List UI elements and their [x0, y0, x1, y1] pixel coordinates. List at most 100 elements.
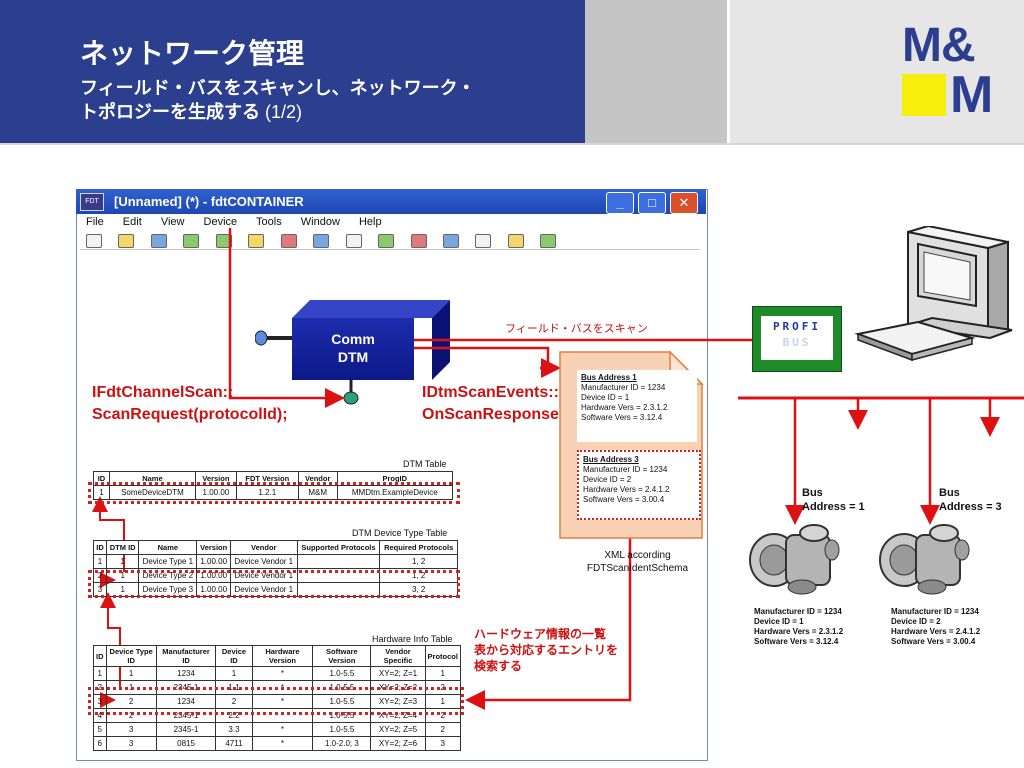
header-grey-panel [585, 0, 730, 143]
window-titlebar[interactable] [76, 189, 706, 214]
comm-dtm-line1: Comm [331, 331, 375, 347]
device2-l3: Hardware Vers = 2.4.1.2 [891, 627, 981, 636]
subtitle-line-2-text: トポロジーを生成する [80, 102, 260, 122]
field-device-1-icon [749, 524, 840, 595]
cell: 1.0-5.5 [312, 708, 372, 723]
header-logo-panel [730, 0, 1024, 143]
menu-device[interactable]: Device [203, 216, 238, 228]
pc-computer-icon [854, 226, 1013, 362]
th-manufacturer-id: Manufacturer ID [155, 645, 217, 667]
search-hw-line1: ハードウェア情報の一覧 [474, 627, 607, 641]
xml-card2-l4: Software Vers = 3.00.4 [583, 495, 665, 504]
table-row[interactable]: 1 SomeDeviceDTM 1.00.00 1.2.1 M&M MMDtm.… [93, 485, 454, 500]
properties-icon[interactable] [475, 234, 492, 248]
cell: 1 [92, 554, 108, 569]
cell: * [251, 736, 314, 751]
th-required-protocols: Required Protocols [379, 540, 458, 555]
menu-bar: File Edit View Device Tools Window Help [86, 216, 398, 228]
save-icon[interactable] [150, 234, 167, 248]
maximize-button[interactable]: □ [638, 192, 666, 214]
th-id: ID [92, 540, 108, 555]
menu-file[interactable]: File [86, 216, 104, 228]
comm-dtm-box[interactable]: Comm DTM [292, 318, 414, 380]
scan-events-line2: OnScanResponse() [422, 406, 570, 423]
xml-card2-l2: Device ID = 2 [583, 475, 632, 484]
logo-mm-top: M& [902, 19, 976, 72]
th-dtm-id: DTM ID [106, 540, 140, 555]
scan-events-line1: IDtmScanEvents:: [422, 384, 559, 401]
minimize-button[interactable]: _ [606, 192, 634, 214]
cell: 3.3 [215, 722, 253, 737]
menu-window[interactable]: Window [300, 216, 340, 228]
menu-view[interactable]: View [160, 216, 185, 228]
menu-tools[interactable]: Tools [256, 216, 282, 228]
table-row[interactable]: 3 1 Device Type 3 1.00.00 Device Vendor … [92, 582, 458, 597]
help-icon[interactable] [442, 234, 459, 248]
th-software-version: Software Version [312, 645, 372, 667]
cell: 1.0-5.5 [312, 722, 372, 737]
xml-card2-l1: Manufacturer ID = 1234 [583, 465, 668, 474]
cell: Device Type 1 [138, 554, 198, 569]
cell: 4711 [215, 736, 253, 751]
th-id: ID [93, 645, 107, 667]
book-icon[interactable] [410, 234, 427, 248]
download-icon[interactable] [313, 234, 330, 248]
header-divider [0, 143, 1024, 145]
xml-schema-line2: FDTScanIdentSchema [586, 563, 689, 574]
cell: XY=2; Z=6 [370, 736, 426, 751]
device1-l2: Device ID = 1 [754, 617, 804, 626]
monitor-icon[interactable] [345, 234, 362, 248]
xml-card1-title: Bus Address 1 [581, 373, 637, 382]
new-icon[interactable] [86, 234, 102, 248]
xml-card1-l3: Hardware Vers = 2.3.1.2 [581, 403, 668, 412]
header-separator [727, 0, 732, 143]
open-folder-icon[interactable] [118, 234, 135, 248]
tools-icon[interactable] [540, 234, 557, 248]
close-button[interactable]: ✕ [670, 192, 698, 214]
comm-dtm-line2: DTM [337, 349, 369, 365]
device2-l2: Device ID = 2 [891, 617, 941, 626]
table-row[interactable]: 1 1 Device Type 1 1.00.00 Device Vendor … [92, 554, 458, 569]
device-type-table: ID DTM ID Name Version Vendor Supported … [92, 540, 458, 597]
scan-fieldbus-label: フィールド・バスをスキャン [505, 323, 648, 335]
th-protocol: Protocol [424, 645, 462, 667]
search-hw-label: ハードウェア情報の一覧 表から対応するエントリを 検索する [474, 626, 618, 674]
highlight-dtm-row [88, 482, 460, 504]
menu-help[interactable]: Help [358, 216, 382, 228]
page-subtitle: フィールド・バスをスキャンし、ネットワーク・ トポロジーを生成する (1/2) [80, 76, 475, 124]
th-vendor-specific: Vendor Specific [370, 645, 426, 667]
search-hw-line2: 表から対応するエントリを [474, 643, 619, 657]
cell: 3 [105, 722, 157, 737]
upload-icon[interactable] [280, 234, 297, 248]
cell: XY=2; Z=5 [370, 722, 426, 737]
network-add-icon[interactable] [183, 234, 200, 248]
cell: 2345-1 [155, 722, 217, 737]
th-name: Name [138, 540, 198, 555]
settings-icon[interactable] [507, 234, 524, 248]
cell: 0815 [155, 736, 217, 751]
cell: SomeDeviceDTM [108, 485, 196, 500]
comm-dtm-box-graphic [255, 300, 450, 405]
menu-edit[interactable]: Edit [122, 216, 142, 228]
wand-icon[interactable] [248, 234, 265, 248]
scan-request-label: IFdtChannelScan:: ScanRequest(protocolId… [92, 382, 288, 426]
logo-yellow-square [902, 74, 946, 116]
subtitle-page: (1/2) [265, 102, 303, 122]
device2-l4: Software Vers = 3.00.4 [891, 637, 976, 646]
profibus-module[interactable]: PROFI BUS [752, 306, 842, 372]
cell: 1.0-2.0; 3 [312, 736, 372, 751]
network-remove-icon[interactable] [215, 234, 232, 248]
cell: 1 [215, 666, 253, 681]
bus3-line1: Bus [939, 487, 960, 499]
scan-icon[interactable] [378, 234, 395, 248]
device-1-info: Manufacturer ID = 1234 Device ID = 1 Har… [754, 607, 843, 647]
header-banner [0, 0, 585, 143]
bus1-line2: Address = 1 [802, 501, 865, 513]
highlight-device-type-rows [88, 570, 460, 598]
cell: XY=2; Z=1 [370, 666, 426, 681]
